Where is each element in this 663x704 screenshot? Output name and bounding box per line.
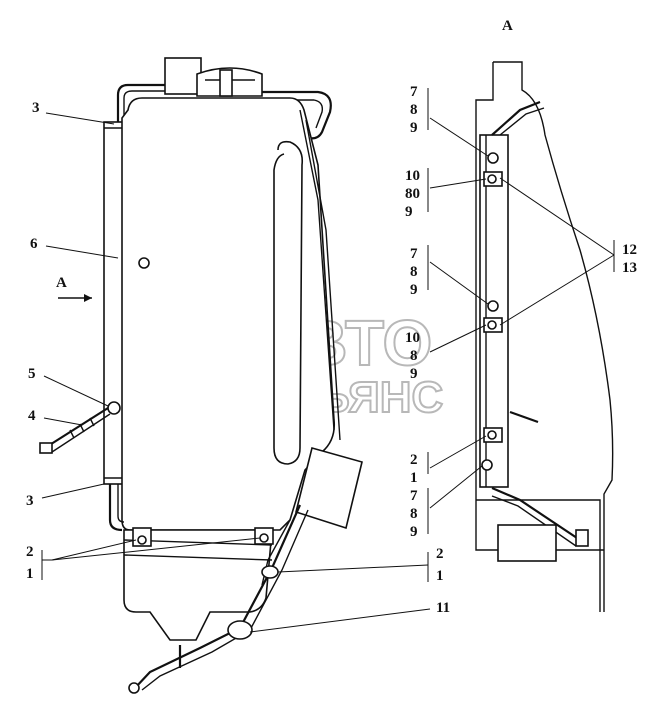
frame-outline <box>493 61 614 612</box>
callout-g6-a: 7 <box>410 488 418 504</box>
callout-g4-c: 9 <box>410 366 418 382</box>
view-arrow: A <box>56 275 92 302</box>
callout-g2-c: 9 <box>405 204 413 220</box>
right-leaders <box>427 88 615 534</box>
callout-g3-c: 9 <box>410 282 418 298</box>
callout-g5-b: 1 <box>410 470 418 486</box>
drain-pipe <box>134 504 302 689</box>
filler-neck <box>164 57 202 95</box>
callout-13: 13 <box>622 260 637 276</box>
side-filter-box <box>497 524 557 562</box>
callout-g4-a: 10 <box>405 330 420 346</box>
bottom-diagonal-pipe <box>491 486 581 541</box>
sight-gauge-tube <box>273 140 304 465</box>
callout-g4-b: 8 <box>410 348 418 364</box>
callout-6: 6 <box>30 236 38 252</box>
callout-g6-c: 9 <box>410 524 418 540</box>
callout-g5-a: 2 <box>410 452 418 468</box>
top-diagonal-pipe <box>491 100 541 136</box>
lower-elbow-pipe <box>108 484 123 532</box>
callout-g2-b: 80 <box>405 186 420 202</box>
callout-1-right: 1 <box>436 568 444 584</box>
callout-1-left: 1 <box>26 566 34 582</box>
left-callouts: 3 6 5 4 3 2 1 2 1 11 <box>26 100 450 616</box>
side-view-assembly <box>475 61 614 612</box>
tank-assembly <box>39 57 363 694</box>
callout-g3-a: 7 <box>410 246 418 262</box>
view-arrow-label: A <box>56 275 67 291</box>
callout-g2-a: 10 <box>405 168 420 184</box>
drain-coupling <box>227 620 253 640</box>
breather-pipe <box>262 90 332 140</box>
callout-3-bottom: 3 <box>26 493 34 509</box>
filter-box <box>295 447 363 530</box>
hose-fitting <box>107 401 121 415</box>
callout-12: 12 <box>622 242 637 258</box>
view-label: A <box>502 18 513 34</box>
drain-end <box>128 682 140 694</box>
callout-5: 5 <box>28 366 36 382</box>
hose-end-nut <box>39 442 53 454</box>
callout-2-left: 2 <box>26 544 34 560</box>
left-leaders <box>41 112 431 633</box>
callout-g1-b: 8 <box>410 102 418 118</box>
callout-g1-a: 7 <box>410 84 418 100</box>
callout-g3-b: 8 <box>410 264 418 280</box>
callout-11: 11 <box>436 600 450 616</box>
callout-4: 4 <box>28 408 36 424</box>
callout-2-right: 2 <box>436 546 444 562</box>
callout-3-top: 3 <box>32 100 40 116</box>
callout-g1-c: 9 <box>410 120 418 136</box>
hose-pipe <box>47 407 109 447</box>
callout-g6-b: 8 <box>410 506 418 522</box>
tank-port <box>138 257 150 269</box>
right-callouts: 7 8 9 10 80 9 7 8 9 10 8 9 2 1 7 8 9 12 … <box>405 84 637 540</box>
top-elbow-pipe <box>116 83 170 122</box>
